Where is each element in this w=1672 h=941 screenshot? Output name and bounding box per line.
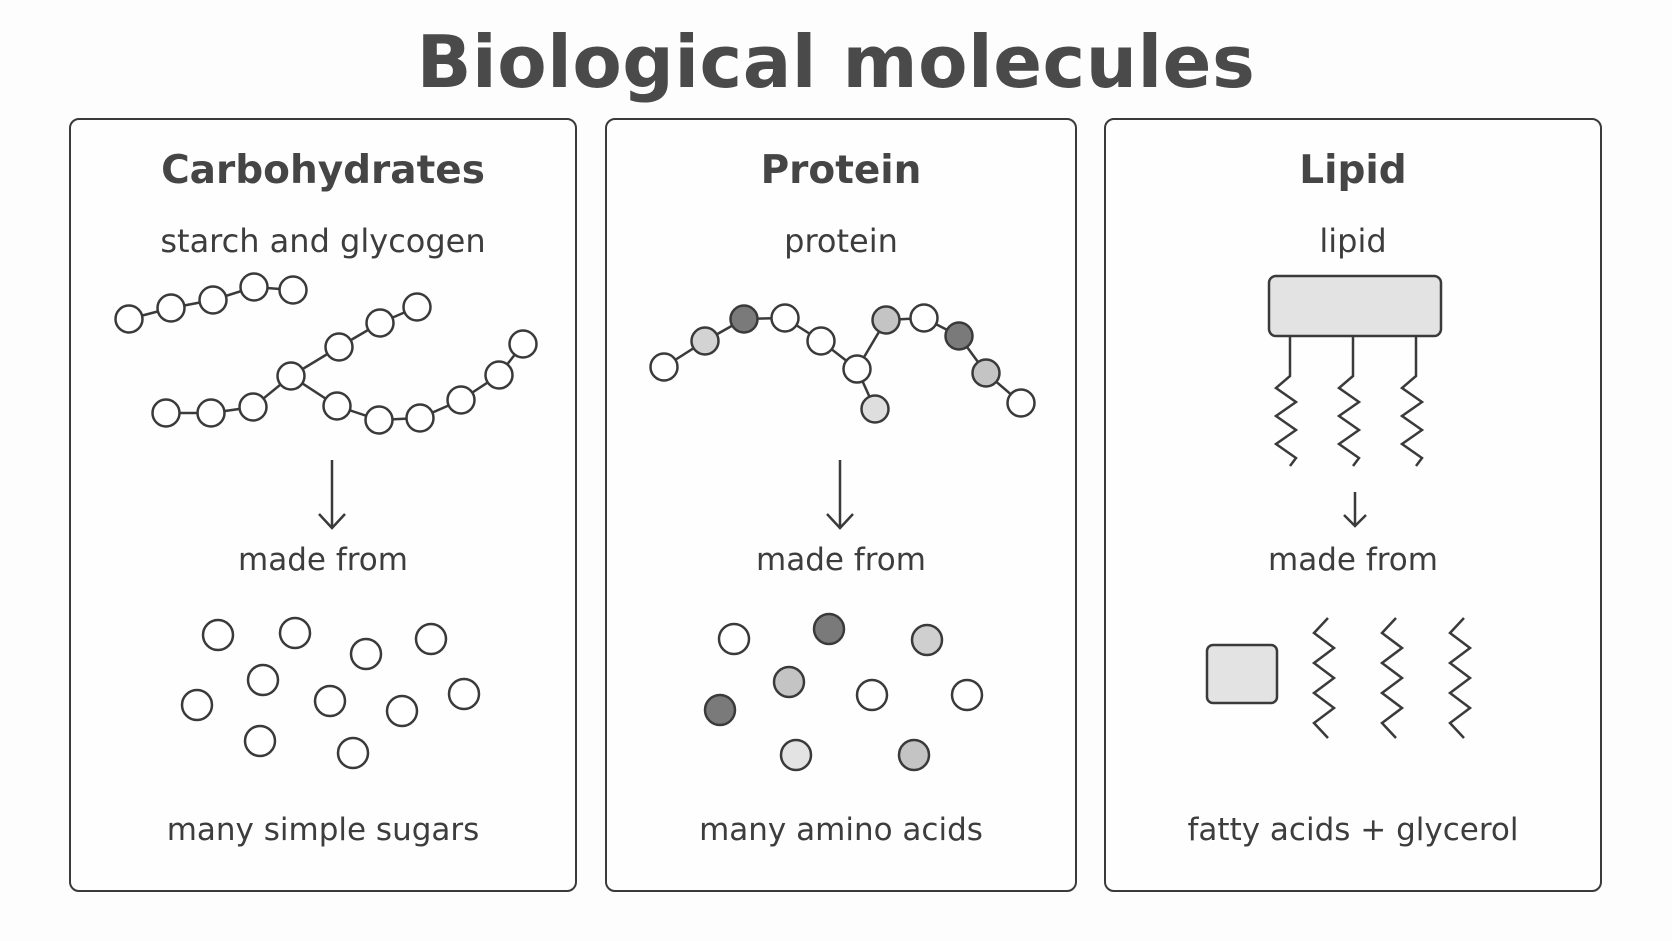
amino-acid-residues [649,303,1036,424]
lipid-title: Lipid [1299,148,1407,193]
lipid-made-from: made from [1268,542,1438,578]
protein-panel: Protein protein [605,118,1077,892]
lipid-polymer-label: lipid [1319,222,1387,260]
carbohydrates-title: Carbohydrates [161,148,485,193]
glycerol-backbone [1267,274,1443,338]
lipid-panel: Lipid lipid made from fatty acids + glyc… [1104,118,1602,892]
polypeptide-chain-diagram [649,303,1036,772]
triglyceride-diagram [1205,274,1473,739]
down-arrow-icon [1343,492,1367,528]
glycerol-molecule [1205,643,1279,705]
glucose-units [114,272,538,435]
page-title: Biological molecules [416,20,1256,104]
lipid-monomer-label: fatty acids + glycerol [1187,812,1519,848]
starch-glycogen-chain-diagram [114,272,538,770]
protein-monomer-label: many amino acids [699,812,983,848]
protein-polymer-label: protein [784,222,898,260]
carbohydrates-monomer-label: many simple sugars [166,812,480,848]
down-arrow-icon [318,460,346,530]
amino-acid-monomers [703,612,984,772]
down-arrow-icon [826,460,854,530]
carbohydrates-polymer-label: starch and glycogen [160,222,486,260]
carbohydrates-made-from: made from [238,542,408,578]
fatty-acid-tails [1273,336,1425,467]
simple-sugar-monomers [180,616,481,770]
carbohydrates-panel: Carbohydrates starch and glycogen [69,118,577,892]
protein-made-from: made from [756,542,926,578]
protein-title: Protein [760,148,922,193]
fatty-acid-molecules [1311,617,1473,739]
